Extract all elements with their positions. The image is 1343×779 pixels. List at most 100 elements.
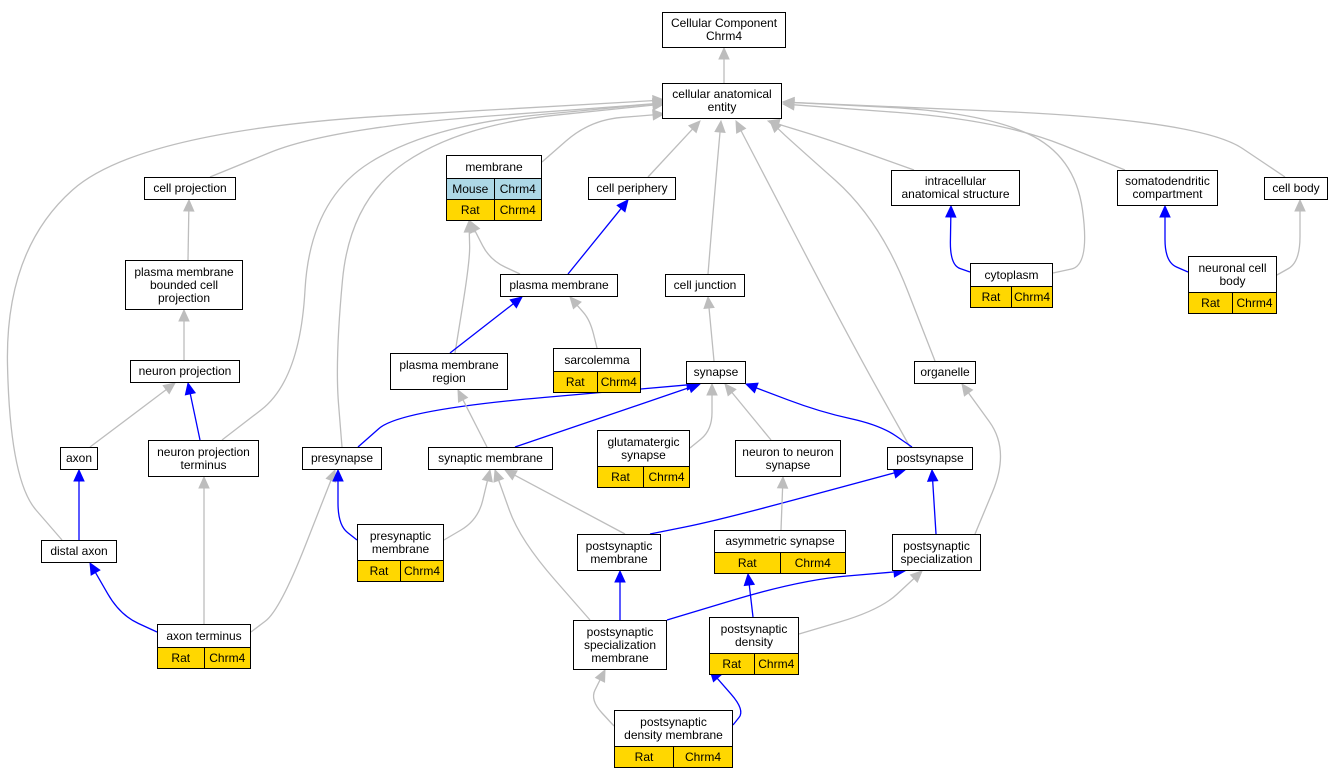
arrowhead-icon: [687, 120, 701, 134]
arrowhead-icon: [569, 296, 582, 310]
gene-cell: Chrm4: [493, 200, 541, 220]
gene-cell: Chrm4: [673, 747, 732, 767]
edge-postsynmem-to-synmem: [503, 469, 626, 535]
node-label: neuron to neuron synapse: [742, 444, 834, 472]
edge-neuronproj-to-pmbcp: [178, 308, 190, 360]
edge-line: [454, 231, 471, 354]
edge-distalaxon-to-cae: [6, 94, 666, 541]
node-cellbody[interactable]: cell body: [1264, 177, 1328, 200]
edge-line: [6, 99, 654, 541]
node-presynapse[interactable]: presynapse: [302, 447, 382, 470]
arrowhead-icon: [776, 475, 789, 489]
node-label: cell body: [1272, 181, 1320, 195]
node-pmregion[interactable]: plasma membrane region: [390, 353, 508, 390]
node-label: asymmetric synapse: [725, 534, 835, 548]
edge-presynmem-to-synmem: [443, 468, 493, 541]
gene-cell: Chrm4: [400, 561, 443, 581]
arrowhead-icon: [481, 468, 493, 483]
arrowhead-icon: [614, 569, 626, 583]
node-cellproj[interactable]: cell projection: [144, 177, 236, 200]
node-pm[interactable]: plasma membrane: [500, 274, 618, 297]
edge-pssm-to-postsynspec: [666, 566, 907, 621]
node-distalaxon[interactable]: distal axon: [41, 540, 117, 563]
edge-line: [187, 210, 190, 261]
edge-line: [689, 395, 713, 449]
node-label: synaptic membrane: [438, 451, 543, 465]
arrowhead-icon: [714, 119, 726, 133]
edge-line: [949, 216, 971, 273]
node-pmbcp[interactable]: plasma membrane bounded cell projection: [125, 260, 243, 310]
node-label: synapse: [693, 365, 739, 379]
node-label: neuron projection: [138, 364, 232, 378]
edge-sarcolemma-to-pm: [569, 296, 598, 349]
edge-synmem-to-pmregion: [457, 388, 488, 448]
node-label: presynaptic membrane: [369, 528, 432, 556]
arrowhead-icon: [743, 572, 756, 587]
node-somato[interactable]: somatodendritic compartment: [1117, 170, 1218, 206]
edge-line: [541, 114, 654, 163]
edge-cae-to-root: [718, 46, 730, 83]
node-neuronproj[interactable]: neuron projection: [130, 360, 240, 383]
edge-n2n-to-synapse: [724, 383, 772, 441]
edge-ncb-to-somato: [1159, 204, 1189, 273]
node-cellperiph[interactable]: cell periphery: [588, 177, 676, 200]
arrowhead-icon: [509, 296, 523, 309]
arrowhead-icon: [687, 382, 702, 394]
edge-pmregion-to-pm: [449, 296, 523, 354]
node-cae[interactable]: cellular anatomical entity: [662, 83, 782, 119]
arrowhead-icon: [652, 94, 666, 107]
edge-line: [777, 128, 936, 362]
node-label: cell junction: [673, 278, 737, 292]
node-root[interactable]: Cellular Component Chrm4: [662, 12, 786, 48]
arrowhead-icon: [926, 468, 939, 482]
node-pssm[interactable]: postsynaptic specialization membrane: [573, 620, 667, 670]
node-postsynspec[interactable]: postsynaptic specialization: [892, 534, 981, 571]
arrowhead-icon: [735, 119, 747, 134]
edge-line: [649, 472, 895, 535]
edge-asymsyn-to-n2n: [776, 475, 789, 531]
node-postsynmem[interactable]: postsynaptic membrane: [577, 534, 661, 571]
node-intracell[interactable]: intracellular anatomical structure: [891, 170, 1020, 206]
node-synapse[interactable]: synapse: [686, 361, 746, 384]
edge-line: [1276, 211, 1301, 276]
node-synmem[interactable]: synaptic membrane: [428, 447, 553, 470]
node-organelle[interactable]: organelle: [914, 361, 976, 384]
node-label: cell projection: [153, 181, 227, 195]
edge-line: [576, 304, 598, 349]
node-celljunc[interactable]: cell junction: [665, 274, 745, 297]
node-postsynapse[interactable]: postsynapse: [887, 447, 973, 470]
arrowhead-icon: [744, 382, 759, 394]
edge-line: [498, 480, 591, 621]
edge-distalaxon-to-axon: [73, 468, 85, 540]
edge-axonterm-to-npt: [198, 475, 210, 624]
node-label: distal axon: [50, 544, 108, 558]
arrowhead-icon: [718, 46, 730, 60]
node-npt[interactable]: neuron projection terminus: [148, 440, 259, 477]
species-cell: Rat: [715, 553, 780, 573]
node-n2n[interactable]: neuron to neuron synapse: [735, 440, 841, 477]
edge-pm-to-membrane: [469, 219, 521, 275]
gene-cell: Chrm4: [779, 553, 845, 573]
edge-npt-to-neuronproj: [184, 381, 201, 441]
edge-line: [780, 487, 784, 531]
edge-line: [932, 480, 937, 535]
node-label: somatodendritic compartment: [1125, 174, 1210, 201]
node-label: postsynaptic specialization: [900, 538, 973, 566]
node-axon[interactable]: axon: [60, 447, 98, 470]
